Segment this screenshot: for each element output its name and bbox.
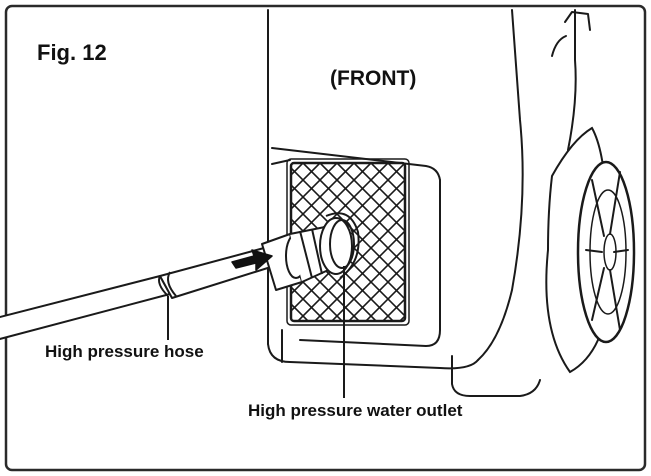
grille-line [291,163,405,321]
hose-coupling [261,212,360,291]
grille-line [291,163,326,321]
grille-line [291,163,338,321]
grille-line [291,163,355,321]
grille-line [319,163,405,321]
figure-title: Fig. 12 [37,40,107,65]
grille-line [314,163,405,321]
grille-line [370,163,405,321]
pressure-washer-body [267,9,591,397]
grille-line [291,163,360,321]
leader-lines [167,266,345,398]
grille-line [297,163,405,321]
view-label: (FRONT) [330,67,417,90]
grille-line [331,163,405,321]
grille-line [291,163,343,321]
grille-line [302,163,405,321]
grille-line [291,163,405,321]
arrow-right-icon [231,249,273,271]
grille-line [353,163,405,321]
callout-high-pressure-water-outlet: High pressure water outlet [248,401,463,420]
grille-line [348,163,405,321]
wheel [545,126,636,374]
grille-line [365,163,405,321]
grille-line [336,163,405,321]
callout-high-pressure-hose: High pressure hose [45,342,204,361]
grille-line [291,163,321,321]
